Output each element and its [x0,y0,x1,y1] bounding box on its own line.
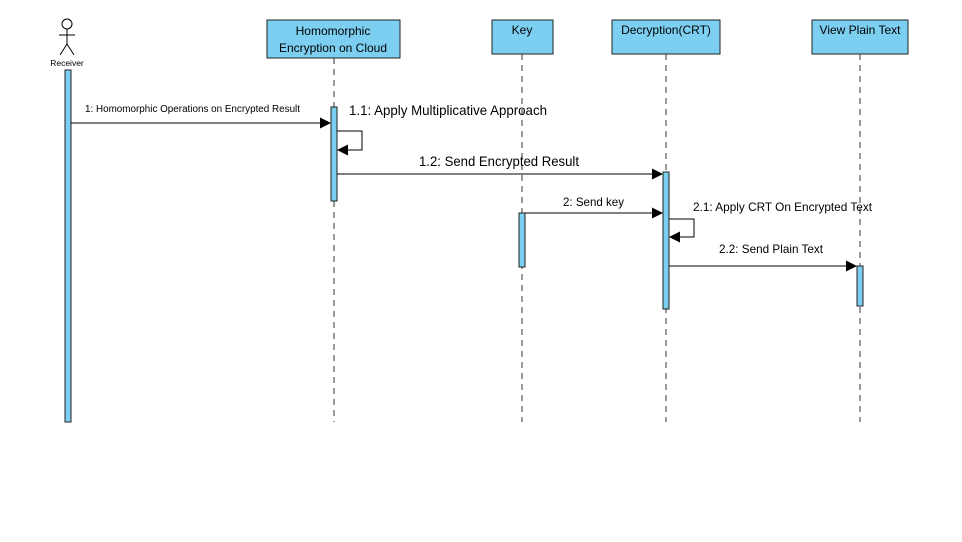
message-2-2[interactable]: 2.2: Send Plain Text [669,242,857,272]
arrowhead [337,144,348,156]
actor-receiver[interactable]: Receiver [50,18,84,68]
arrowhead [846,260,857,272]
actor-left-leg [59,43,68,56]
message-1-1[interactable]: 1.1: Apply Multiplicative Approach [337,102,547,156]
message-1-2[interactable]: 1.2: Send Encrypted Result [337,153,663,180]
object-box [611,19,721,55]
actor-head [61,18,73,30]
arrowhead [652,207,663,219]
object-label-line2: Encryption on Cloud [279,41,387,55]
object-decryption-crt[interactable]: Decryption(CRT) [611,19,721,55]
object-label-line1: Homomorphic [296,24,371,38]
object-label: View Plain Text [820,23,902,37]
key-activation [518,212,526,268]
cloud-activation [330,106,338,202]
message-label: 2.2: Send Plain Text [719,242,824,256]
object-label: Key [512,23,533,37]
arrowhead [669,231,680,243]
object-box [266,19,401,59]
view-activation [856,265,864,307]
arrowhead [652,168,663,180]
object-box [811,19,909,55]
arrowhead [320,117,331,129]
message-2[interactable]: 2: Send key [525,195,663,219]
object-homomorphic-cloud[interactable]: Homomorphic Encryption on Cloud [266,19,401,59]
message-1[interactable]: 1: Homomorphic Operations on Encrypted R… [71,104,331,129]
message-line [337,130,363,151]
actor-right-leg [66,43,75,56]
message-2-1[interactable]: 2.1: Apply CRT On Encrypted Text [669,200,873,243]
decryption-activation [662,171,670,310]
message-label: 2: Send key [563,195,624,209]
object-key[interactable]: Key [491,19,554,55]
message-label: 1.2: Send Encrypted Result [419,153,579,169]
message-line [669,218,695,238]
message-label: 2.1: Apply CRT On Encrypted Text [693,200,873,214]
message-label: 1: Homomorphic Operations on Encrypted R… [85,104,300,115]
message-label: 1.1: Apply Multiplicative Approach [349,102,547,118]
object-view-plain-text[interactable]: View Plain Text [811,19,909,55]
actor-label: Receiver [50,58,84,68]
object-label: Decryption(CRT) [621,23,711,37]
receiver-activation [64,69,72,423]
